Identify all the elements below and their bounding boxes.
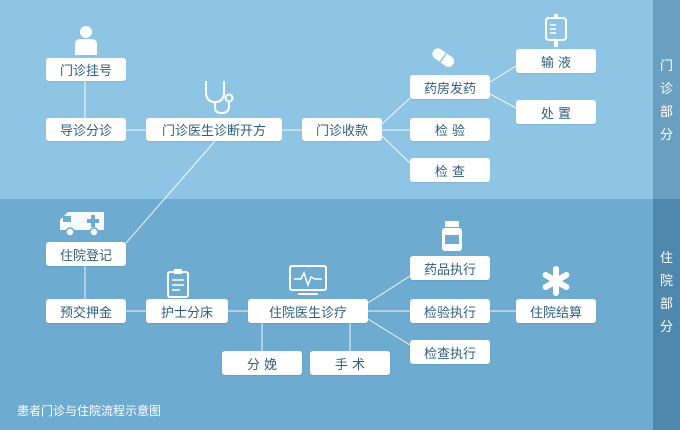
outpatient-section-label: 门诊部分 xyxy=(659,59,673,143)
node-triage: 导诊分诊 xyxy=(46,118,126,141)
clipboard-icon xyxy=(167,269,189,298)
asterisk-icon xyxy=(542,266,570,296)
connector-doctor-examexec xyxy=(367,318,411,346)
node-admission: 住院登记 xyxy=(46,242,126,266)
connector-pharmacy-infusion xyxy=(489,65,517,83)
pill-icon xyxy=(432,48,455,67)
inpatient-section-label: 住院部分 xyxy=(659,251,673,335)
node-lab-test: 检 验 xyxy=(410,118,490,141)
node-infusion: 输 液 xyxy=(516,49,596,73)
inpatient-side-bar xyxy=(653,199,680,430)
node-deposit: 预交押金 xyxy=(46,299,126,323)
node-outpatient-register: 门诊挂号 xyxy=(46,58,126,81)
node-nurse-bed: 护士分床 xyxy=(146,299,228,323)
node-exam: 检 查 xyxy=(410,158,490,182)
iv-bag-icon xyxy=(545,14,567,47)
connector-doctor-drug xyxy=(367,275,411,304)
connector-pharmacy-treatment xyxy=(489,93,517,109)
node-outpatient-payment: 门诊收款 xyxy=(302,118,382,141)
diagram-caption: 患者门诊与住院流程示意图 xyxy=(17,404,162,418)
stethoscope-icon xyxy=(205,81,234,115)
ambulance-icon xyxy=(60,212,104,237)
connector-payment-exam xyxy=(381,135,411,164)
node-outpatient-doctor: 门诊医生诊断开方 xyxy=(146,118,282,141)
node-treatment: 处 置 xyxy=(516,100,596,124)
connector-doctor-admission xyxy=(125,140,216,244)
person-icon xyxy=(75,26,97,55)
node-exam-exec: 检查执行 xyxy=(410,340,490,364)
node-inpatient-doctor: 住院医生诊疗 xyxy=(248,299,368,323)
node-lab-exec: 检验执行 xyxy=(410,299,490,323)
medicine-bottle-icon xyxy=(442,221,462,251)
connector-payment-pharmacy xyxy=(381,97,411,125)
node-surgery: 手 术 xyxy=(310,351,390,375)
monitor-icon xyxy=(289,265,327,295)
node-pharmacy: 药房发药 xyxy=(410,75,490,99)
node-delivery: 分 娩 xyxy=(222,351,302,375)
node-drug-exec: 药品执行 xyxy=(410,256,490,280)
node-settlement: 住院结算 xyxy=(516,299,596,323)
outpatient-side-bar xyxy=(653,0,680,199)
